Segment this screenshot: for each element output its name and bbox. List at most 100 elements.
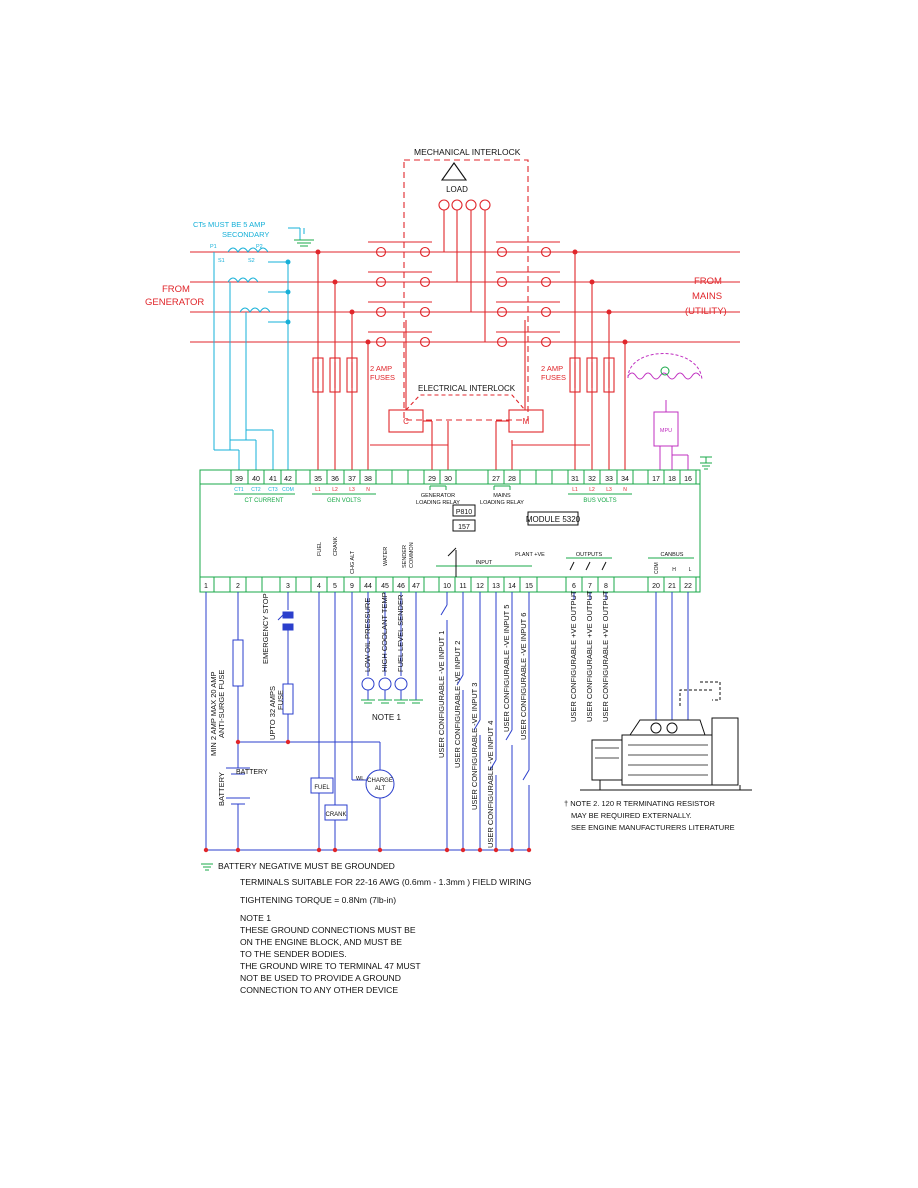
top-terminal-37: 37 [348,476,356,483]
svg-text:BATTERY: BATTERY [217,772,226,806]
mpu-section [627,353,703,470]
bottom-terminal-47: 47 [412,583,420,590]
svg-text:BUS VOLTS: BUS VOLTS [583,498,616,504]
svg-text:USER CONFIGURABLE -VE INPUT 1: USER CONFIGURABLE -VE INPUT 1 [437,631,446,758]
svg-text:INPUT: INPUT [476,560,493,566]
terminal-sublabel: L2 [332,487,338,493]
terminal-sublabel: N [366,487,370,493]
svg-text:CRANK: CRANK [333,536,339,556]
crank-box [324,804,348,821]
bus-junctions [203,739,532,853]
bottom-terminal-2: 2 [236,583,240,590]
note-2: † NOTE 2. 120 R TERMINATING RESISTOR [564,799,715,808]
module-internal-switches [447,547,607,577]
top-terminal-33: 33 [605,476,613,483]
power-section [190,159,740,470]
svg-text:USER CONFIGURABLE -VE INPUT 6: USER CONFIGURABLE -VE INPUT 6 [519,613,528,740]
svg-text:MAINS: MAINS [692,291,722,302]
top-terminal-31: 31 [571,476,579,483]
svg-text:(UTILITY): (UTILITY) [685,306,727,317]
anti-surge-fuse [232,639,244,687]
top-terminal-40: 40 [252,476,260,483]
svg-text:L: L [689,567,692,573]
svg-text:USER CONFIGURABLE -VE INPUT 3: USER CONFIGURABLE -VE INPUT 3 [470,683,479,810]
svg-text:CHARGE: CHARGE [367,778,393,784]
svg-text:2 AMP: 2 AMP [370,364,392,373]
bottom-terminal-46: 46 [397,583,405,590]
note-line: TERMINALS SUITABLE FOR 22-16 AWG (0.6mm … [240,877,532,887]
svg-text:P1: P1 [210,244,217,250]
from-mains-label: FROM [694,276,722,287]
notes-block: TERMINALS SUITABLE FOR 22-16 AWG (0.6mm … [240,876,531,996]
svg-text:EMERGENCY STOP: EMERGENCY STOP [261,593,270,664]
terminal-sublabel: N [623,487,627,493]
ct3-coil [239,307,271,313]
bottom-terminal-44: 44 [364,583,372,590]
svg-text:CT CURRENT: CT CURRENT [245,498,284,504]
genset-icon [580,681,752,791]
terminal-sublabel: L3 [349,487,355,493]
terminal-sublabel: L1 [315,487,321,493]
svg-text:P2: P2 [256,244,263,250]
bottom-terminal-3: 3 [286,583,290,590]
terminal-sublabel: CT2 [251,487,261,493]
bottom-terminal-15: 15 [525,583,533,590]
note-line: ON THE ENGINE BLOCK, AND MUST BE [240,937,403,947]
top-terminal-16: 16 [684,476,692,483]
svg-text:FUEL: FUEL [314,785,330,791]
svg-text:COMMON: COMMON [409,542,415,568]
note-line: CONNECTION TO ANY OTHER DEVICE [240,985,399,995]
top-terminal-41: 41 [269,476,277,483]
top-terminal-36: 36 [331,476,339,483]
svg-text:USER CONFIGURABLE +VE OUTPUT: USER CONFIGURABLE +VE OUTPUT [585,590,594,722]
terminal-sublabel: L1 [572,487,578,493]
mechanical-interlock-frame [403,159,529,421]
terminal-sublabel: CT3 [268,487,278,493]
bottom-terminal-7: 7 [588,583,592,590]
svg-text:USER CONFIGURABLE -VE INPUT 2: USER CONFIGURABLE -VE INPUT 2 [453,641,462,768]
dc-section [205,592,689,851]
svg-text:BATTERY: BATTERY [236,769,268,776]
svg-text:WATER: WATER [383,547,389,566]
svg-text:USER CONFIGURABLE +VE OUTPUT: USER CONFIGURABLE +VE OUTPUT [569,590,578,722]
load-symbol [440,162,468,181]
svg-text:PLANT +VE: PLANT +VE [515,552,545,558]
terminal-sublabel: L3 [606,487,612,493]
note-line: THE GROUND WIRE TO TERMINAL 47 MUST [240,961,421,971]
svg-text:WL: WL [356,776,364,782]
svg-text:157: 157 [458,524,470,531]
top-terminal-29: 29 [428,476,436,483]
bottom-terminal-11: 11 [459,583,466,590]
emergency-stop-icon[interactable] [277,611,294,631]
load-label: LOAD [446,185,468,194]
svg-text:USER CONFIGURABLE -VE INPUT 5: USER CONFIGURABLE -VE INPUT 5 [502,605,511,732]
svg-text:S2: S2 [248,258,255,264]
svg-text:2 AMP: 2 AMP [541,364,563,373]
cts-note-2: SECONDARY [222,230,269,239]
electrical-interlock-label: ELECTRICAL INTERLOCK [418,384,516,393]
ground-icon [294,239,314,247]
note-line: NOT BE USED TO PROVIDE A GROUND [240,973,401,983]
svg-text:OUTPUTS: OUTPUTS [576,552,603,558]
bottom-terminal-6: 6 [572,583,576,590]
sender-ground-icons [201,699,423,871]
svg-text:S1: S1 [218,258,225,264]
svg-text:GENERATOR: GENERATOR [145,297,204,308]
top-terminal-39: 39 [235,476,243,483]
top-terminal-30: 30 [444,476,452,483]
mechanical-interlock-label: MECHANICAL INTERLOCK [414,147,521,157]
bottom-terminal-8: 8 [604,583,608,590]
note-line: TO THE SENDER BODIES. [240,949,347,959]
ct2-coil [227,277,259,283]
svg-text:GEN VOLTS: GEN VOLTS [327,498,361,504]
svg-text:ALT: ALT [375,786,386,792]
bottom-terminal-12: 12 [476,583,484,590]
from-generator-label: FROM [162,284,190,295]
svg-text:MAY BE REQUIRED EXTERNALLY.: MAY BE REQUIRED EXTERNALLY. [571,811,692,820]
bottom-terminal-9: 9 [350,583,354,590]
module-name: MODULE 5320 [526,515,581,524]
module-5320 [199,469,701,593]
cts-note: CTs MUST BE 5 AMP [193,220,265,229]
